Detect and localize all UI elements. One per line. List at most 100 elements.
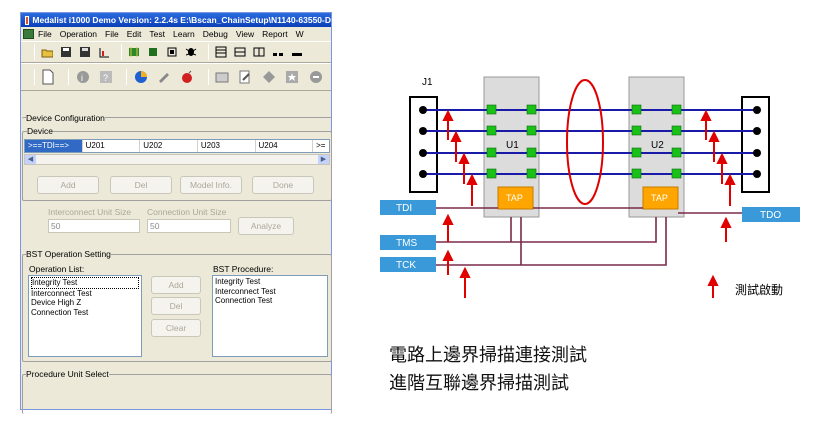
title-bar: Medalist i1000 Demo Version: 2.2.4s E:\B… [21, 13, 331, 27]
device-horizontal-scrollbar[interactable]: ◀ ▶ [24, 154, 330, 165]
message-icon[interactable] [308, 68, 324, 86]
operation-item[interactable]: Connection Test [31, 307, 89, 317]
menu-edit[interactable]: Edit [126, 29, 142, 39]
tck-label: TCK [396, 260, 416, 271]
device-cell-tdi[interactable]: >==TDI==> [25, 140, 83, 152]
layout-grid-icon[interactable] [214, 46, 228, 59]
menu-debug[interactable]: Debug [202, 29, 228, 39]
debug-bug-icon[interactable] [184, 46, 198, 59]
toolbar-separator [207, 69, 209, 85]
save-all-icon[interactable] [78, 46, 92, 59]
help-icon[interactable]: ? [98, 68, 114, 86]
menu-learn[interactable]: Learn [173, 29, 195, 39]
device-config-box [22, 117, 332, 247]
menu-view[interactable]: View [235, 29, 255, 39]
toolbar-separator [34, 44, 35, 60]
diamond-icon[interactable] [261, 68, 277, 86]
connection-unit-size-label: Connection Unit Size [147, 207, 227, 217]
tap-u1-label: TAP [506, 193, 523, 203]
star-icon[interactable] [284, 68, 300, 86]
model-info-button[interactable]: Model Info. [180, 176, 242, 194]
device-cell-more[interactable]: >= [316, 141, 326, 150]
tdo-label: TDO [760, 210, 781, 221]
operation-item[interactable]: Interconnect Test [31, 288, 92, 298]
menu-bar: Operation File Operation File Edit Test … [21, 27, 331, 41]
bst-operation-group [22, 254, 332, 362]
toolbar-main [21, 41, 331, 63]
connector-pins [419, 106, 761, 178]
toolbar-separator [208, 44, 209, 60]
operation-item[interactable]: Device High Z [31, 298, 82, 307]
operation-list-label: Operation List: [29, 264, 85, 274]
procedure-unit-title: Procedure Unit Select [26, 369, 109, 379]
device-cell-u202[interactable]: U202 [140, 140, 198, 152]
procedure-item[interactable]: Connection Test [215, 296, 273, 305]
menu-test[interactable]: Test [149, 29, 165, 39]
chip-icon[interactable] [146, 46, 160, 59]
rows-icon[interactable] [233, 46, 247, 59]
tile-small-icon[interactable] [271, 46, 285, 59]
bst-del-button[interactable]: Del [151, 297, 201, 315]
device-group [22, 131, 332, 201]
bomb-icon[interactable] [179, 68, 195, 86]
tms-box [380, 235, 436, 250]
u1-label: U1 [506, 140, 519, 151]
menu-file-2[interactable]: File [105, 29, 119, 39]
connection-unit-size-field[interactable]: 50 [147, 219, 231, 233]
tdo-box [742, 207, 800, 222]
done-button[interactable]: Done [252, 176, 314, 194]
stimulus-arrows [442, 109, 736, 298]
tile-wide-icon[interactable] [290, 46, 304, 59]
tdi-label: TDI [396, 203, 412, 214]
bst-clear-button[interactable]: Clear [151, 319, 201, 337]
device-chain-list: >==TDI==> U201 U202 U203 U204 >= [24, 139, 330, 153]
bst-procedure-list[interactable]: Integrity Test Interconnect Test Connect… [212, 275, 328, 357]
chart-icon[interactable] [97, 46, 111, 59]
device-del-button[interactable]: Del [110, 176, 172, 194]
window-title: Medalist i1000 Demo Version: 2.2.4s E:\B… [32, 15, 331, 25]
panel-icon[interactable] [214, 68, 230, 86]
board-icon[interactable] [127, 46, 141, 59]
operation-item[interactable]: Integrity Test [31, 277, 139, 289]
interconnect-unit-size-field[interactable]: 50 [48, 219, 140, 233]
toolbar-separator [126, 69, 128, 85]
tms-label: TMS [396, 238, 417, 249]
menu-operation[interactable]: Operation [59, 29, 98, 39]
operation-list[interactable]: Integrity Test Interconnect Test Device … [28, 275, 142, 357]
info-icon[interactable]: i [74, 68, 90, 86]
menu-file[interactable]: File [38, 29, 52, 39]
device-add-button[interactable]: Add [37, 176, 99, 194]
tools-icon[interactable] [156, 68, 172, 86]
menu-window[interactable]: W [295, 29, 304, 39]
j1-label: J1 [422, 77, 433, 88]
bst-add-button[interactable]: Add [151, 276, 201, 294]
chip-pins [486, 104, 682, 179]
edit-icon[interactable] [237, 68, 253, 86]
bus-ellipse [566, 79, 604, 205]
control-wires [436, 207, 742, 266]
procedure-item[interactable]: Interconnect Test [215, 286, 276, 296]
tap-u2-label: TAP [651, 193, 668, 203]
analyze-button[interactable]: Analyze [238, 217, 294, 235]
scroll-right-arrow-icon[interactable]: ▶ [318, 155, 329, 164]
menu-report[interactable]: Report [262, 29, 288, 39]
new-document-icon[interactable] [40, 68, 56, 86]
pie-chart-icon[interactable] [132, 68, 148, 86]
blue-nets [423, 109, 757, 175]
interconnect-unit-size-label: Interconnect Unit Size [48, 207, 132, 217]
device-cell-u201[interactable]: U201 [83, 140, 141, 152]
device-icon[interactable] [165, 46, 179, 59]
system-menu-icon[interactable] [23, 29, 34, 39]
boundary-scan-diagram: J1 U1 U2 TAP TAP TDI TDO [380, 76, 800, 298]
columns-icon[interactable] [252, 46, 266, 59]
toolbar-separator [34, 69, 35, 85]
device-cell-u203[interactable]: U203 [198, 140, 256, 152]
device-group-title: Device [27, 126, 53, 136]
open-folder-icon[interactable] [40, 46, 54, 59]
procedure-item[interactable]: Integrity Test [215, 277, 261, 286]
caption-line-2: 進階互聯邊界掃描測試 [389, 373, 569, 394]
device-cell-u204[interactable]: U204 [256, 140, 314, 152]
scroll-left-arrow-icon[interactable]: ◀ [25, 155, 36, 164]
save-icon[interactable] [59, 46, 73, 59]
tdi-box [380, 200, 436, 215]
